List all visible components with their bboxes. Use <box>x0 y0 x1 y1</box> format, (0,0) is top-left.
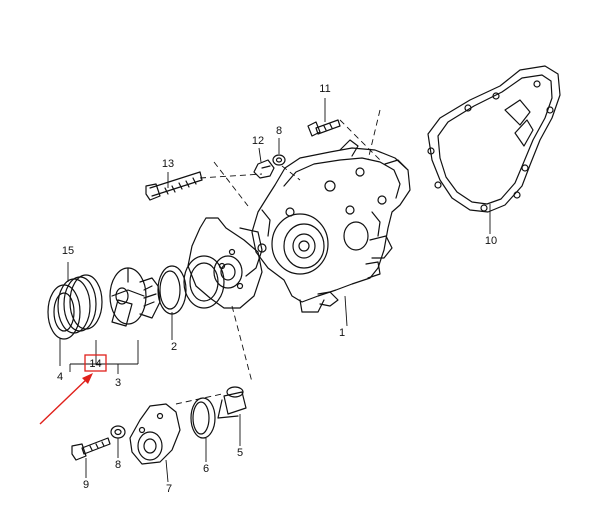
seal-ring-4 <box>47 284 81 340</box>
callout-2: 2 <box>171 341 177 353</box>
callout-7: 7 <box>166 483 172 495</box>
callout-1: 1 <box>339 327 345 339</box>
pump-housing <box>239 139 411 313</box>
pump-gasket <box>427 65 561 213</box>
washer-8-lower <box>110 425 126 439</box>
callout-12: 12 <box>252 135 264 147</box>
callout-5: 5 <box>237 447 243 459</box>
callout-14: 14 <box>89 358 101 370</box>
callout-15: 15 <box>62 245 74 257</box>
leader-lines <box>59 98 491 483</box>
o-ring-2 <box>157 265 187 315</box>
callout-labels: 1 2 3 4 5 6 7 8 8 9 10 11 12 13 14 15 <box>57 83 497 495</box>
callout-3: 3 <box>115 377 121 389</box>
washer-8-upper <box>272 154 286 166</box>
temperature-sensor-5 <box>217 386 247 419</box>
callout-10: 10 <box>485 235 497 247</box>
seal-15 <box>57 274 103 334</box>
callout-9: 9 <box>83 479 89 491</box>
bolt-9 <box>71 437 111 461</box>
callout-8-upper: 8 <box>276 125 282 137</box>
thermostat-cover-7 <box>129 403 181 465</box>
callout-11: 11 <box>319 83 330 95</box>
outlet-housing <box>183 217 263 309</box>
assembly-lines <box>175 109 381 405</box>
callout-6: 6 <box>203 463 209 475</box>
highlight-box <box>84 354 107 372</box>
callout-8-lower: 8 <box>115 459 121 471</box>
o-ring-6 <box>190 397 216 439</box>
bolt-13 <box>145 171 203 201</box>
bolt-12 <box>253 159 275 179</box>
callout-13: 13 <box>162 158 174 170</box>
thermostat-element <box>109 267 147 327</box>
bolt-11 <box>307 119 341 137</box>
callout-4: 4 <box>57 371 63 383</box>
thermostat-spring <box>139 277 161 319</box>
pointer-arrow <box>39 373 93 425</box>
